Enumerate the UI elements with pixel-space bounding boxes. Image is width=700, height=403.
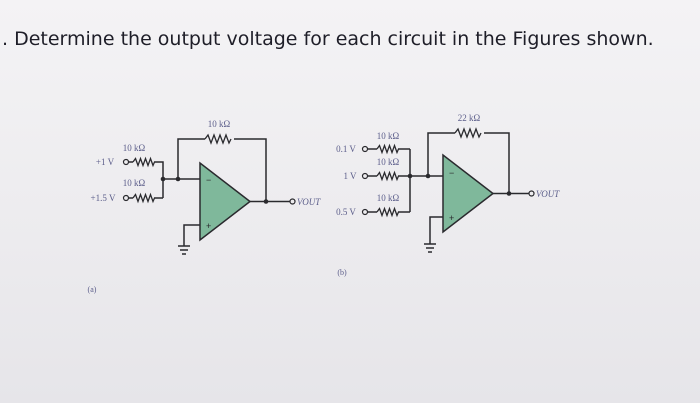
wire-b-ground <box>429 216 443 244</box>
terminal-b-out <box>528 190 535 197</box>
resistor-b-feedback <box>454 127 482 139</box>
label-a-in2-res: 10 kΩ <box>123 178 146 188</box>
ground-b-symbol <box>424 243 436 253</box>
wire-b-feedback-left <box>427 132 455 176</box>
circuit-a: − + 10 kΩ 10 kΩ +1 V 10 kΩ +1.5 V VOUT <box>88 119 322 294</box>
label-b-in3-voltage: 0.5 V <box>336 207 356 217</box>
opamp-a <box>199 161 252 242</box>
wire-a-ground <box>183 224 200 246</box>
wire-a-feedback-left <box>177 138 205 179</box>
resistor-b-in1 <box>376 143 400 155</box>
label-a-output: VOUT <box>297 197 321 207</box>
wire-a-in1-to-bus <box>154 161 164 198</box>
label-a-feedback-res: 10 kΩ <box>208 119 231 129</box>
wire-b-feedback-right <box>484 132 510 194</box>
label-b-output: VOUT <box>536 189 560 199</box>
opamp-a-noninverting-sign: + <box>206 221 211 231</box>
junction-b-1 <box>425 173 431 179</box>
opamp-b-inverting-sign: − <box>449 168 454 178</box>
label-a-in1-res: 10 kΩ <box>123 143 146 153</box>
junction-a-1 <box>175 176 181 182</box>
terminal-a-in2 <box>122 194 130 202</box>
label-b-figure: (b) <box>337 268 347 277</box>
label-a-in2-voltage: +1.5 V <box>91 193 116 203</box>
label-b-in2-res: 10 kΩ <box>377 157 400 167</box>
resistor-b-in2 <box>376 170 400 182</box>
resistor-a-in2 <box>132 192 156 204</box>
terminal-a-in1 <box>122 158 130 166</box>
resistor-b-in3 <box>376 206 400 218</box>
terminal-b-in2 <box>361 172 369 180</box>
terminal-b-in1 <box>361 145 369 153</box>
circuit-b: − + 22 kΩ 10 kΩ 0.1 V <box>336 113 560 277</box>
terminal-a-out <box>289 198 296 205</box>
wire-a-feedback-right <box>234 138 267 201</box>
junction-b-out <box>506 191 512 196</box>
label-a-in1-voltage: +1 V <box>96 157 115 167</box>
question-text: . Determine the output voltage for each … <box>2 28 654 50</box>
label-b-in3-res: 10 kΩ <box>377 193 400 203</box>
terminal-b-in3 <box>361 208 369 216</box>
label-b-feedback-res: 22 kΩ <box>458 113 481 123</box>
ground-a-symbol <box>178 245 190 255</box>
label-b-in1-res: 10 kΩ <box>377 131 400 141</box>
resistor-a-in1 <box>132 156 156 168</box>
resistor-a-feedback <box>204 133 232 145</box>
label-b-in2-voltage: 1 V <box>343 171 357 181</box>
opamp-b <box>442 153 495 234</box>
opamp-b-noninverting-sign: + <box>449 213 454 223</box>
label-a-figure: (a) <box>88 285 97 294</box>
junction-a-out <box>263 199 269 204</box>
opamp-a-inverting-sign: − <box>206 175 211 185</box>
label-b-in1-voltage: 0.1 V <box>336 144 356 154</box>
